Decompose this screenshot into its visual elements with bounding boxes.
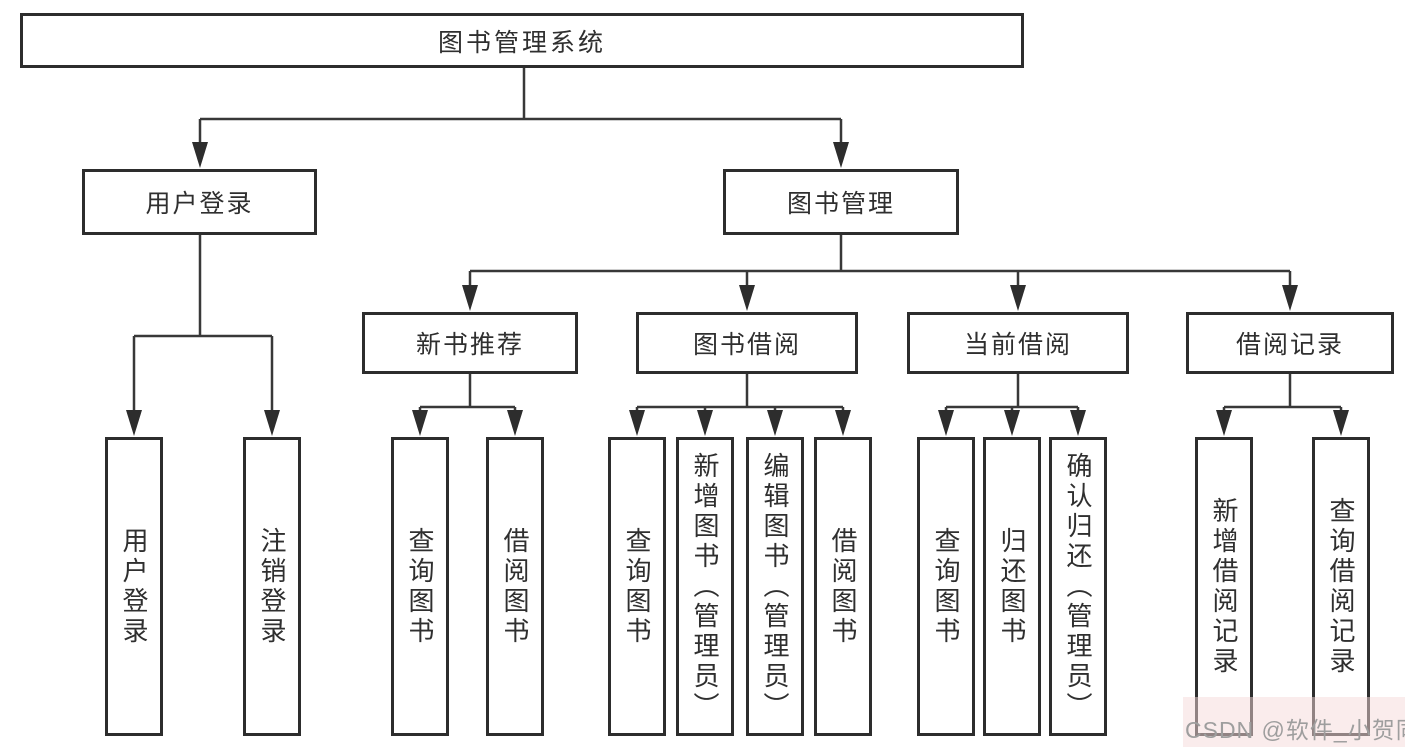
arrowhead (412, 410, 428, 436)
arrowhead (1070, 410, 1086, 436)
watermark-text: CSDN @软件_小贺同学 (1185, 717, 1405, 743)
arrowhead (835, 410, 851, 436)
arrowhead (938, 410, 954, 436)
leaf-query-books-borrowing: 查询图书 (608, 437, 666, 736)
arrowhead (1216, 410, 1232, 436)
leaf-add-borrow-record: 新增借阅记录 (1195, 437, 1253, 736)
arrowhead (767, 410, 783, 436)
node-borrowing-records: 借阅记录 (1186, 312, 1394, 374)
arrowhead (739, 285, 755, 311)
leaf-edit-books-admin: 编辑图书（管理员） (746, 437, 804, 736)
arrowhead (462, 285, 478, 311)
connector-paths (132, 68, 1343, 413)
arrowhead (1282, 285, 1298, 311)
leaf-borrow-books: 借阅图书 (814, 437, 872, 736)
leaf-add-books-admin: 新增图书（管理员） (676, 437, 734, 736)
arrowhead (1333, 410, 1349, 436)
leaf-query-books-recommend: 查询图书 (391, 437, 449, 736)
arrowhead (264, 410, 280, 436)
node-book-borrowing: 图书借阅 (636, 312, 858, 374)
node-library-management-system: 图书管理系统 (20, 13, 1024, 68)
node-book-management-branch: 图书管理 (723, 169, 959, 235)
leaf-query-borrow-record: 查询借阅记录 (1312, 437, 1370, 736)
arrowhead (833, 142, 849, 168)
leaf-user-login: 用户登录 (105, 437, 163, 736)
node-current-borrowing: 当前借阅 (907, 312, 1129, 374)
arrowhead (1004, 410, 1020, 436)
leaf-logout: 注销登录 (243, 437, 301, 736)
arrowhead (629, 410, 645, 436)
leaf-return-books: 归还图书 (983, 437, 1041, 736)
watermark-background (1183, 697, 1405, 747)
arrowheads (126, 142, 1349, 436)
node-new-book-recommend: 新书推荐 (362, 312, 578, 374)
arrowhead (1010, 285, 1026, 311)
leaf-query-books-current: 查询图书 (917, 437, 975, 736)
arrowhead (126, 410, 142, 436)
arrowhead (192, 142, 208, 168)
node-user-login-branch: 用户登录 (82, 169, 317, 235)
arrowhead (507, 410, 523, 436)
leaf-confirm-return-admin: 确认归还（管理员） (1049, 437, 1107, 736)
arrowhead (697, 410, 713, 436)
leaf-borrow-books-recommend: 借阅图书 (486, 437, 544, 736)
